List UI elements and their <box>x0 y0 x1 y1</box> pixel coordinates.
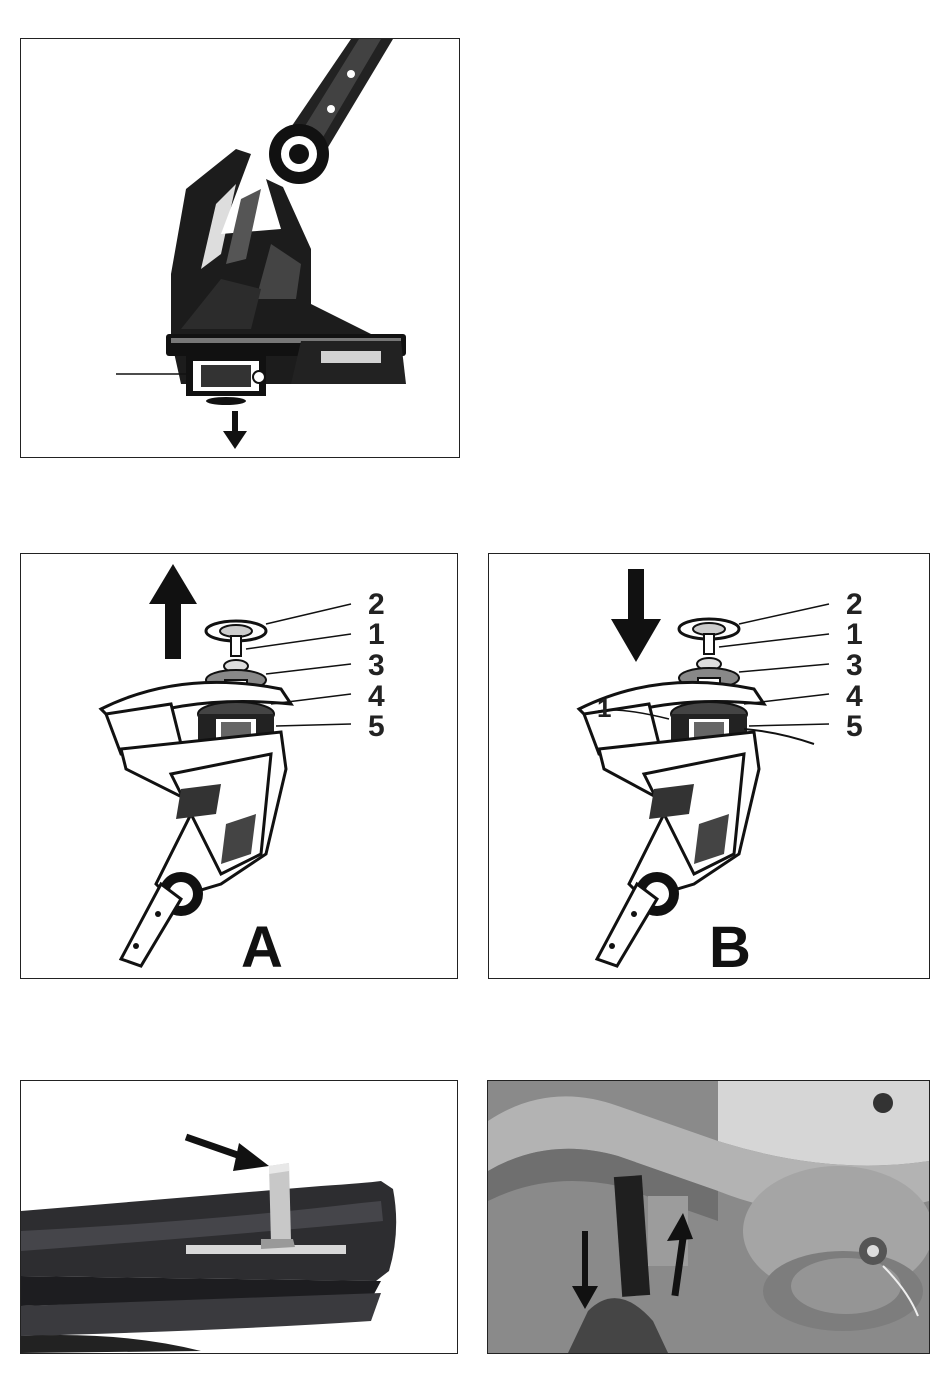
figure-5-panel <box>487 1080 930 1354</box>
callout-2: 2 <box>846 590 863 620</box>
callout-2: 2 <box>368 590 385 620</box>
figure-label-b: B <box>709 919 751 977</box>
figure-label-a: A <box>241 919 283 977</box>
arrow-down-icon <box>223 411 247 449</box>
callout-3: 3 <box>368 651 385 681</box>
callout-5: 5 <box>368 712 385 742</box>
callout-1: 1 <box>846 620 863 650</box>
arrow-down-icon <box>611 569 661 662</box>
arrow-up-icon <box>149 564 197 659</box>
figure-2-panel: 2 1 3 4 5 A <box>20 553 458 979</box>
guard-tab-photo <box>21 1081 457 1353</box>
figure-4-panel <box>20 1080 458 1354</box>
callout-4: 4 <box>368 682 385 712</box>
figure-1-panel <box>20 38 460 458</box>
callout-1: 1 <box>368 620 385 650</box>
spool-removal-drawing-a <box>21 554 457 978</box>
callout-3: 3 <box>846 651 863 681</box>
callout-5: 5 <box>846 712 863 742</box>
trimmer-head-drawing <box>21 39 459 457</box>
figure-3-panel: 2 1 3 4 5 1 B <box>488 553 930 979</box>
callout-1-extra: 1 <box>597 695 611 721</box>
guard-underside-photo <box>488 1081 929 1353</box>
callout-4: 4 <box>846 682 863 712</box>
